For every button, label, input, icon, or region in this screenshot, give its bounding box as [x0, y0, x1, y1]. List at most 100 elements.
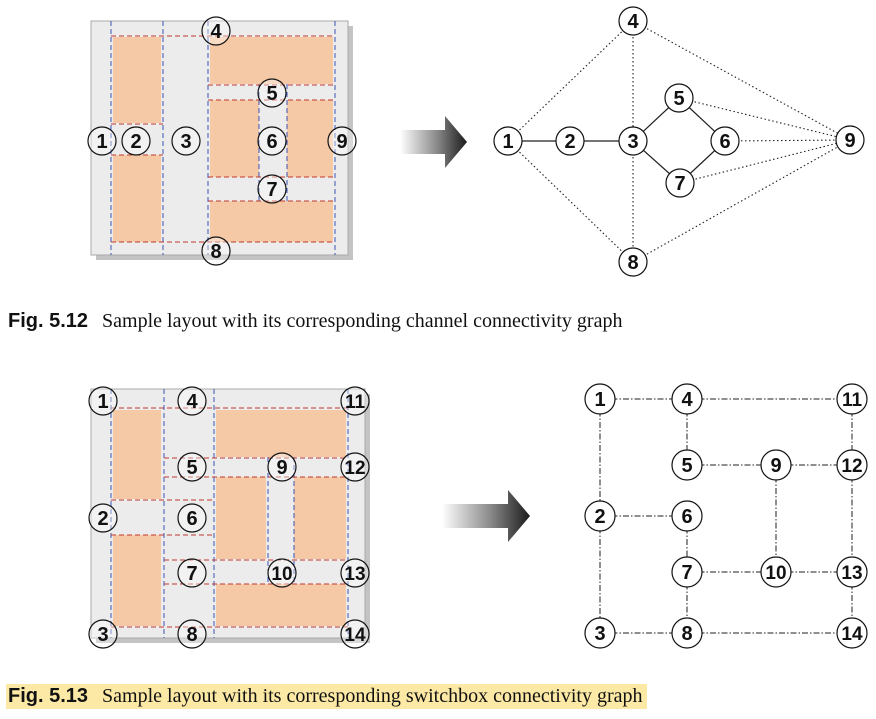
graph-node-11: 11 — [836, 383, 868, 415]
layout-cell — [216, 477, 266, 559]
node-label: 8 — [186, 624, 197, 646]
graph-edge-8-9 — [632, 139, 851, 263]
node-label: 4 — [210, 21, 222, 43]
layout-node-2: 2 — [121, 126, 151, 156]
node-label: 3 — [594, 623, 605, 645]
node-label: 14 — [841, 624, 863, 645]
graph-node-6: 6 — [710, 126, 740, 156]
node-label: 3 — [627, 131, 638, 153]
node-label: 4 — [627, 11, 639, 33]
layout-node-8: 8 — [177, 619, 207, 649]
channel-boundary-lines — [110, 389, 349, 638]
graph-node-6: 6 — [671, 500, 703, 532]
layout-node-5: 5 — [177, 452, 207, 482]
node-label: 1 — [594, 389, 605, 411]
channel-boundary-lines — [110, 21, 336, 255]
node-label: 7 — [186, 563, 197, 585]
node-label: 5 — [681, 455, 692, 477]
graph-node-3: 3 — [584, 617, 616, 649]
node-label: 10 — [765, 563, 786, 584]
graph-edge-4-9 — [632, 20, 851, 141]
node-label: 5 — [266, 83, 277, 105]
layout-cell — [210, 201, 333, 242]
layout-node-1: 1 — [88, 386, 118, 416]
node-label: 4 — [681, 389, 693, 411]
layout-node-9: 9 — [267, 452, 297, 482]
graph-node-14: 14 — [836, 617, 868, 649]
layout-node-7: 7 — [177, 558, 207, 588]
graph-node-12: 12 — [836, 449, 868, 481]
node-label: 12 — [841, 456, 862, 477]
layout-node-6: 6 — [257, 126, 287, 156]
graph-edge-6-9 — [724, 139, 851, 142]
figure-caption-5-12: Fig. 5.12 Sample layout with its correspo… — [8, 310, 622, 333]
node-label: 6 — [681, 506, 692, 528]
node-label: 9 — [770, 455, 781, 477]
cell-boundary-lines — [111, 35, 335, 243]
layout-cell — [287, 100, 333, 177]
node-label: 13 — [344, 564, 365, 585]
transform-arrow — [442, 490, 530, 542]
node-label: 2 — [97, 508, 108, 530]
node-label: 14 — [344, 625, 366, 646]
node-label: 7 — [674, 173, 685, 195]
cell-boundary-lines — [111, 407, 348, 628]
node-label: 8 — [681, 623, 692, 645]
layout-node-5: 5 — [257, 78, 287, 108]
layout-node-3: 3 — [171, 126, 201, 156]
node-label: 5 — [186, 457, 197, 479]
layout-node-1: 1 — [87, 126, 117, 156]
graph-node-8: 8 — [671, 617, 703, 649]
channel-layout-diagram: 1 2 3 4 5 6 7 8 9 — [87, 16, 357, 266]
node-label: 11 — [345, 392, 366, 413]
graph-node-2: 2 — [555, 126, 585, 156]
graph-node-8: 8 — [618, 247, 648, 277]
node-label: 7 — [266, 179, 277, 201]
channel-connectivity-graph: 1 2 3 4 5 6 7 8 9 — [493, 6, 865, 277]
graph-node-5: 5 — [671, 449, 703, 481]
graph-node-4: 4 — [618, 6, 648, 36]
node-label: 1 — [502, 131, 513, 153]
graph-node-1: 1 — [584, 383, 616, 415]
node-label: 1 — [96, 131, 107, 153]
node-label: 9 — [276, 457, 287, 479]
layout-cell — [294, 477, 346, 559]
node-label: 6 — [186, 508, 197, 530]
graph-node-9: 9 — [835, 125, 865, 155]
node-label: 7 — [681, 562, 692, 584]
layout-cell — [113, 535, 161, 626]
caption-number: Fig. 5.12 — [8, 310, 89, 332]
graph-edge-1-8 — [507, 140, 634, 263]
node-label: 5 — [673, 88, 684, 110]
node-label: 9 — [844, 130, 855, 152]
transform-arrow — [400, 116, 467, 168]
node-label: 2 — [130, 131, 141, 153]
layout-cell — [216, 410, 346, 457]
node-label: 13 — [841, 563, 862, 584]
node-label: 4 — [186, 391, 198, 413]
node-label: 6 — [719, 131, 730, 153]
node-label: 8 — [627, 252, 638, 274]
layout-cell — [210, 37, 333, 84]
layout-node-10: 10 — [267, 558, 297, 588]
graph-node-5: 5 — [664, 83, 694, 113]
node-label: 2 — [564, 131, 575, 153]
layout-cell — [210, 100, 259, 177]
layout-node-3: 3 — [88, 619, 118, 649]
caption-text: Sample layout with its corresponding cha… — [102, 310, 623, 332]
caption-number: Fig. 5.13 — [8, 685, 89, 707]
layout-node-8: 8 — [201, 236, 231, 266]
graph-node-9: 9 — [760, 449, 792, 481]
layout-cell — [113, 410, 161, 499]
layout-node-9: 9 — [327, 126, 357, 156]
layout-cell — [113, 155, 161, 242]
node-label: 1 — [97, 391, 108, 413]
graph-edge-1-4 — [507, 20, 634, 142]
layout-node-14: 14 — [340, 619, 370, 649]
layout-node-7: 7 — [257, 174, 287, 204]
graph-node-1: 1 — [493, 126, 523, 156]
layout-cell — [216, 584, 346, 626]
